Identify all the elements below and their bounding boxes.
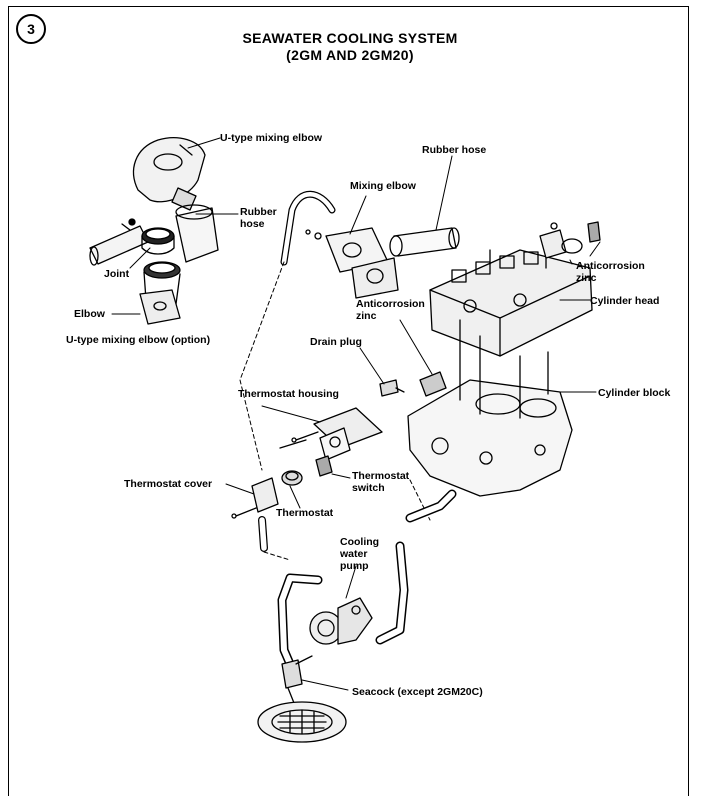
label-cooling-water-pump-2: water [340,548,368,560]
drain-plug-part [379,379,405,397]
strainer-plate-part [257,701,347,743]
label-rubber-hose-top: Rubber hose [422,144,487,156]
label-anticorrosion-zinc-mid-2: zinc [356,310,377,322]
label-anticorrosion-zinc-right-2: zinc [576,272,597,284]
thermostat-cover-part [231,477,279,519]
label-joint: Joint [104,268,130,280]
label-thermostat-cover: Thermostat cover [124,478,213,490]
cooling-water-pump-part [309,597,373,645]
rubber-hose-top-part [389,227,460,257]
label-thermostat-switch-2: switch [352,482,385,494]
label-thermostat: Thermostat [276,507,334,519]
frame-border-right [688,6,689,796]
label-cylinder-head: Cylinder head [590,295,660,307]
label-anticorrosion-zinc-mid-1: Anticorrosion [356,298,425,310]
label-elbow: Elbow [74,308,105,320]
label-thermostat-switch-1: Thermostat [352,470,410,482]
anticorrosion-zinc-top-part [539,221,601,259]
mixing-elbow-part [305,227,399,299]
label-rubber-hose-left-1: Rubber [240,206,277,218]
label-seacock: Seacock (except 2GM20C) [352,686,483,698]
elbow-part [139,261,181,325]
diagram-subtitle: (2GM AND 2GM20) [286,47,414,63]
cylinder-head-part [429,249,593,357]
label-thermostat-housing: Thermostat housing [238,388,339,400]
u-type-mixing-elbow-part [132,137,206,211]
seacock-part [281,655,313,709]
label-cooling-water-pump-3: pump [340,560,369,572]
label-cooling-water-pump-1: Cooling [340,536,380,548]
thermostat-housing-part [279,407,383,461]
label-u-type-mixing-elbow: U-type mixing elbow [220,132,323,144]
diagram-title: SEAWATER COOLING SYSTEM [242,30,458,46]
figure-number-badge: 3 [16,14,46,44]
anticorrosion-zinc-mid-part [419,371,447,397]
label-drain-plug: Drain plug [310,336,362,348]
label-cylinder-block: Cylinder block [598,387,671,399]
frame-border-top [8,6,688,7]
joint-part [141,227,175,255]
label-rubber-hose-left-2: hose [240,218,265,230]
frame-border-left [8,6,9,796]
rubber-hose-left-part [175,204,219,263]
label-mixing-elbow: Mixing elbow [350,180,416,192]
thermostat-part [281,470,303,486]
label-u-type-mixing-elbow-option: U-type mixing elbow (option) [66,334,211,346]
thermostat-switch-part [315,455,333,477]
cylinder-block-part [407,319,573,497]
label-anticorrosion-zinc-right-1: Anticorrosion [576,260,645,272]
